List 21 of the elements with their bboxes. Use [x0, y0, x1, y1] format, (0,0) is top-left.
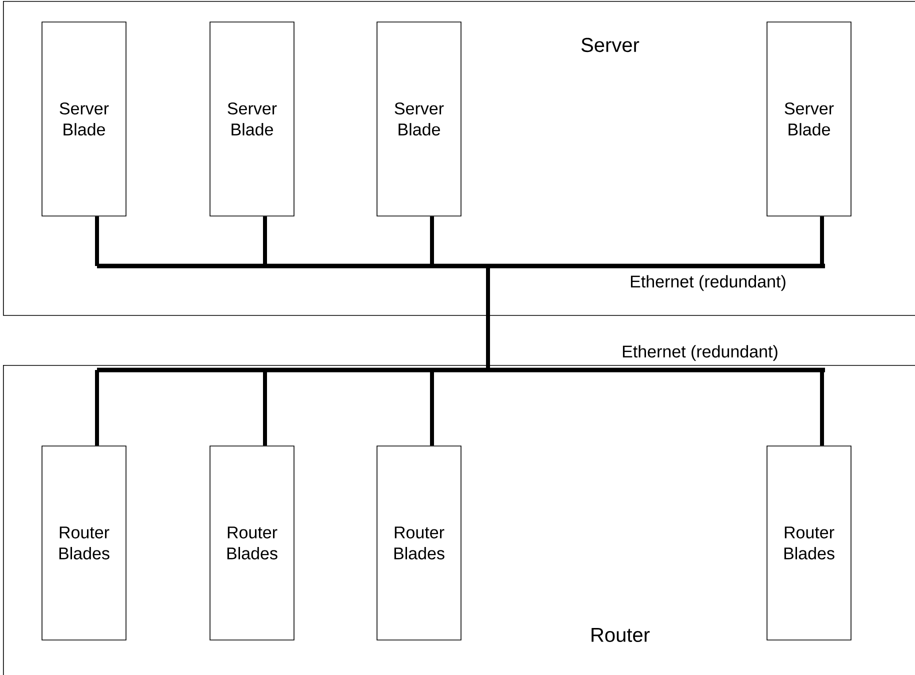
blade-box: Server Blade — [210, 22, 294, 216]
bus-line — [820, 370, 824, 446]
bus-line — [820, 216, 824, 266]
blade-box: Server Blade — [42, 22, 126, 216]
bus-line — [430, 370, 434, 446]
bus-line — [95, 216, 99, 266]
blade-box: Server Blade — [376, 22, 462, 216]
blade-box: Router Blades — [210, 446, 294, 640]
blade-box: Router Blades — [376, 446, 462, 640]
bus-line — [263, 370, 267, 446]
bus-line — [430, 216, 434, 266]
bus-line — [95, 370, 99, 446]
ethernet-bus — [97, 368, 825, 372]
bus-label: Ethernet (redundant) — [630, 275, 786, 291]
bus-label: Ethernet (redundant) — [622, 345, 778, 361]
blade-box: Router Blades — [766, 446, 852, 640]
ethernet-bus — [97, 264, 825, 268]
bus-line — [263, 216, 267, 266]
blade-box: Router Blades — [42, 446, 126, 640]
bus-line — [486, 266, 490, 370]
blade-box: Server Blade — [766, 22, 852, 216]
